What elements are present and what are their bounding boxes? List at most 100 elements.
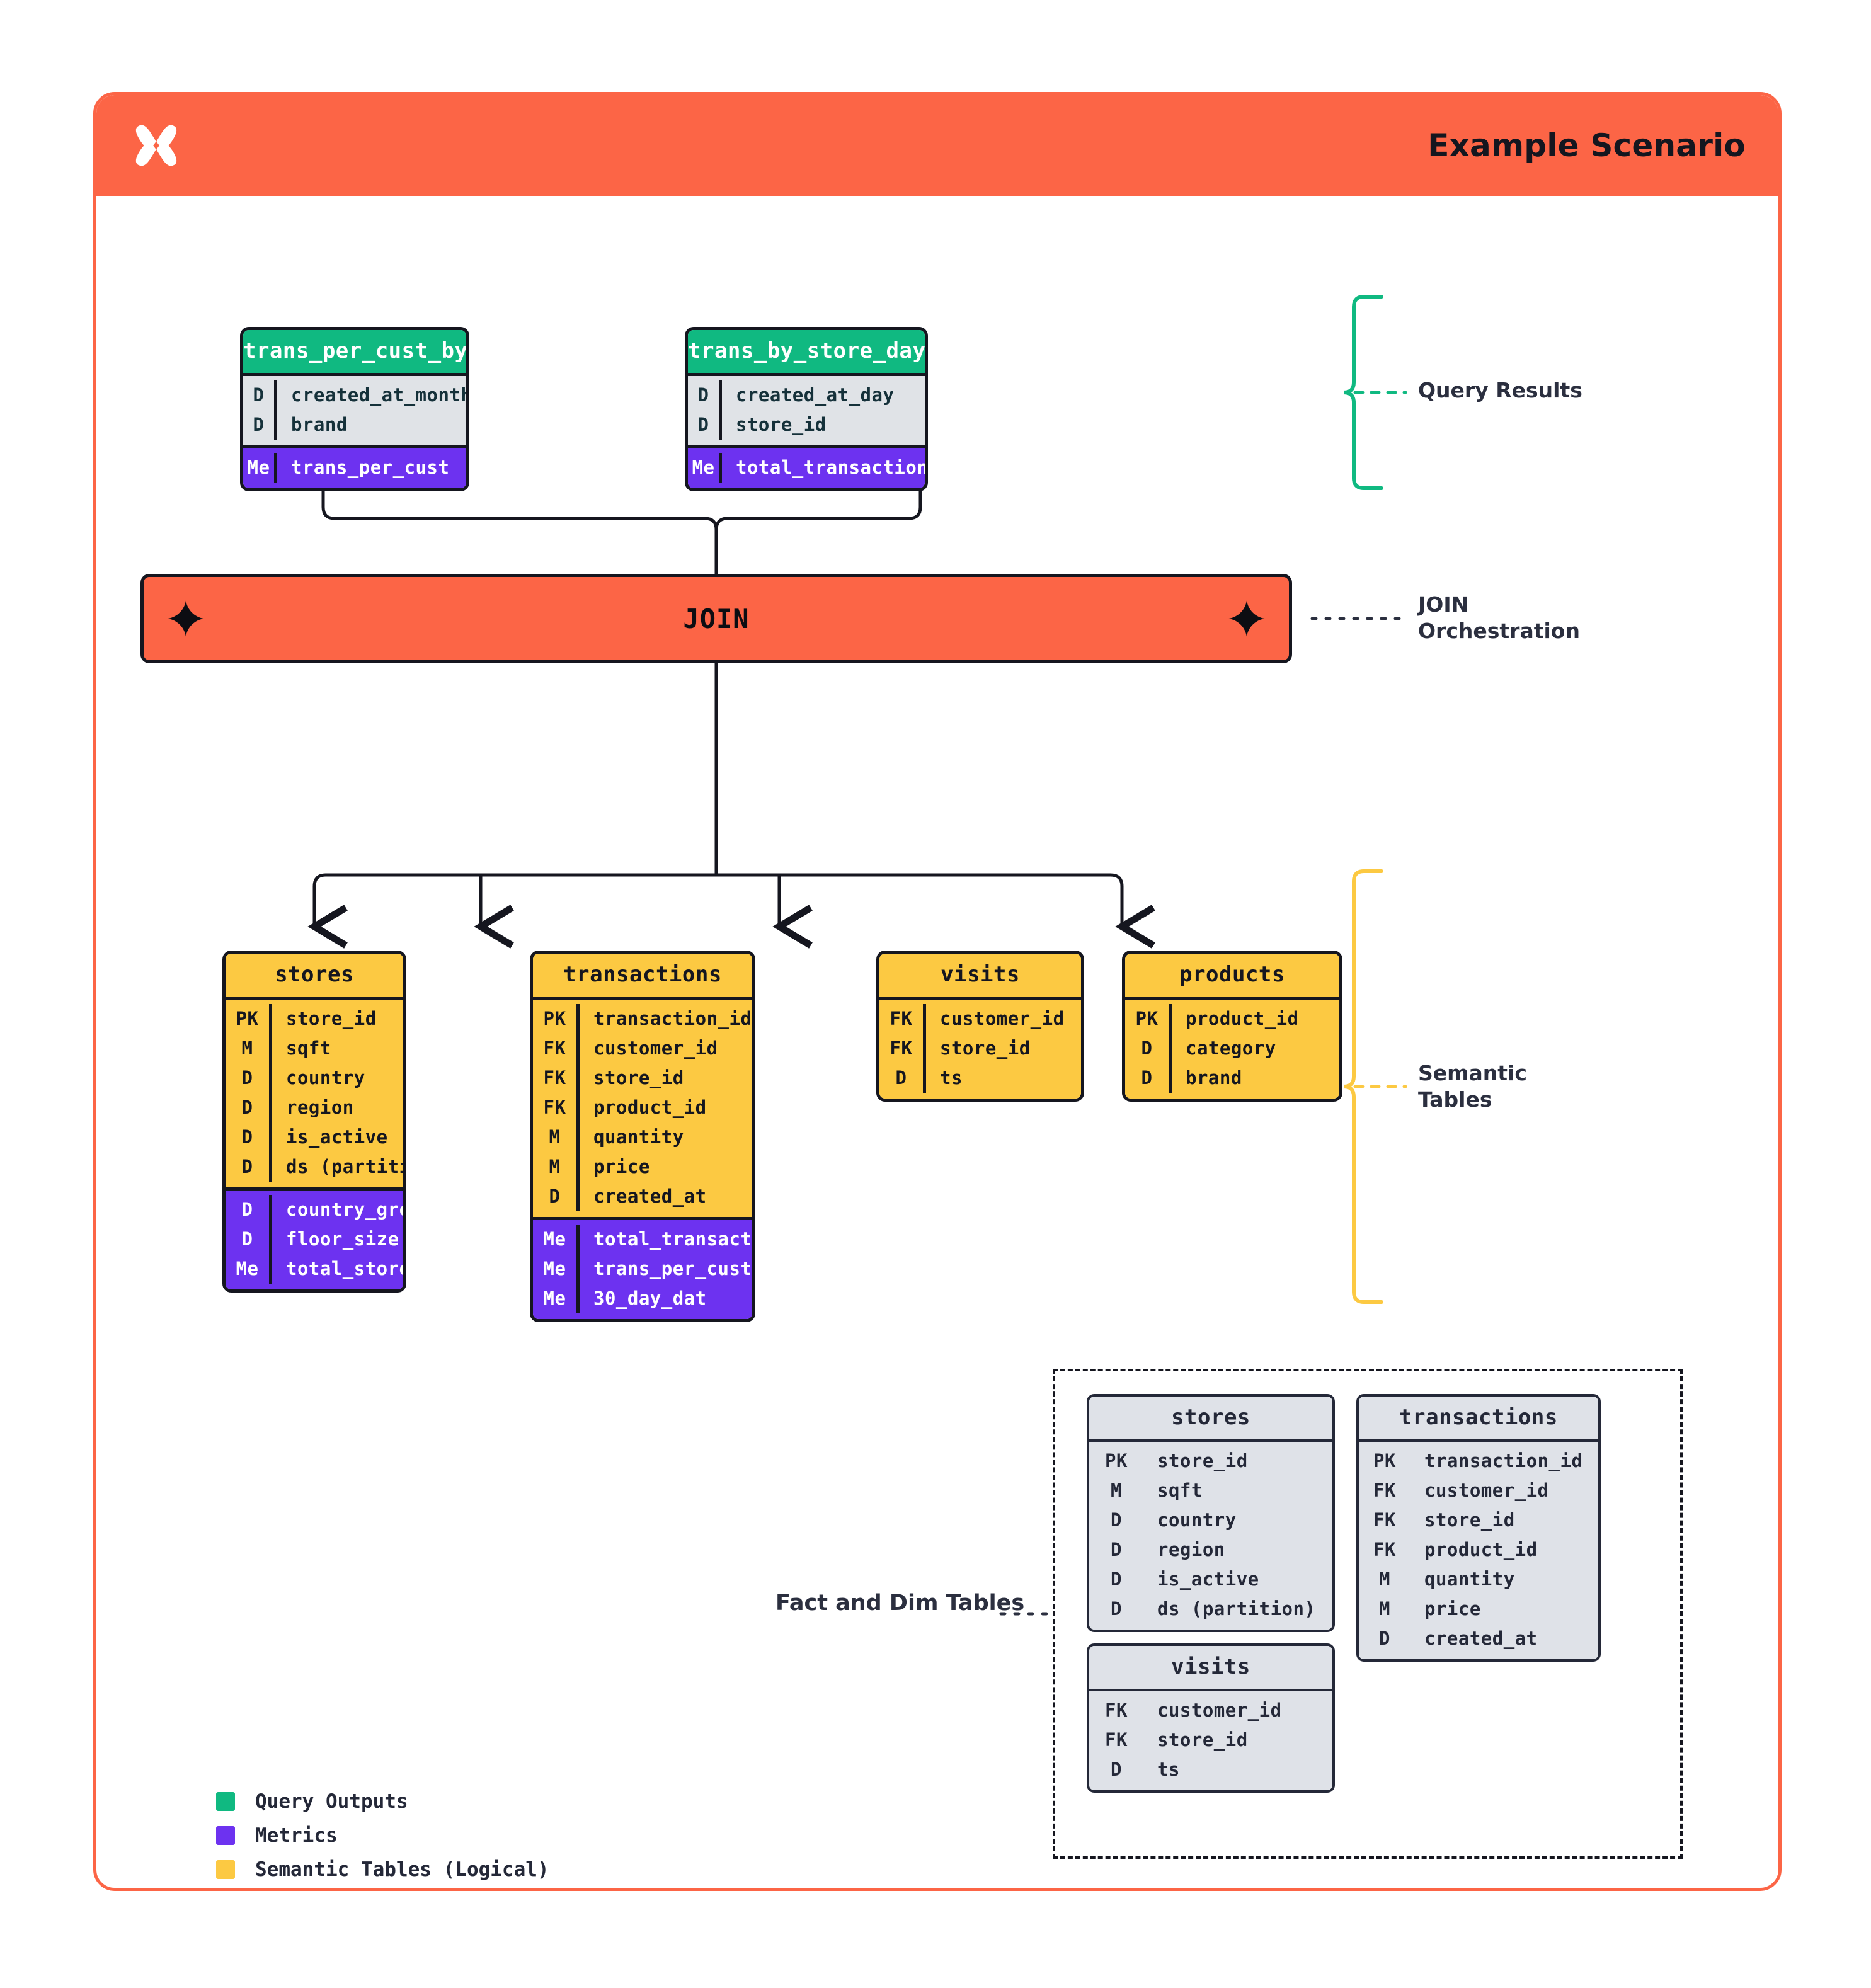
field-name: store_id	[286, 1008, 377, 1029]
field-name: brand	[1186, 1067, 1242, 1088]
field-name: country_group	[286, 1199, 403, 1220]
fact-and-dim-group	[1053, 1369, 1683, 1859]
legend-item: Query Outputs	[216, 1785, 549, 1819]
field-name: trans_per_cust	[593, 1258, 752, 1279]
field-key: M	[1379, 1568, 1390, 1590]
field-key: FK	[1373, 1509, 1396, 1531]
field-row: D brand	[243, 410, 466, 440]
field-name: transaction_id	[593, 1008, 752, 1029]
entity-title: visits	[1089, 1646, 1332, 1689]
field-key: FK	[879, 1004, 926, 1034]
sparkle-icon	[168, 600, 204, 637]
field-row: Me total_transactions	[688, 453, 925, 483]
field-key: Me	[533, 1284, 580, 1313]
field-row: Me trans_per_cust	[243, 453, 466, 483]
legend-label: Query Outputs	[255, 1790, 408, 1813]
field-name: sqft	[1157, 1480, 1203, 1501]
field-key: D	[1125, 1063, 1172, 1093]
field-name: customer_id	[940, 1008, 1065, 1029]
field-key: PK	[1373, 1450, 1396, 1471]
field-row: PK transaction_id	[533, 1004, 752, 1034]
field-name: customer_id	[593, 1037, 718, 1059]
field-key: FK	[879, 1034, 926, 1063]
field-key: FK	[533, 1063, 580, 1093]
field-name: customer_id	[1424, 1480, 1549, 1501]
field-key: PK	[533, 1004, 580, 1034]
field-key: D	[688, 380, 722, 410]
field-name: customer_id	[1157, 1700, 1282, 1721]
field-key: D	[1111, 1598, 1122, 1620]
legend-item: Metrics	[216, 1819, 549, 1853]
field-key: M	[533, 1123, 580, 1152]
entity-title: products	[1125, 954, 1339, 997]
field-key: D	[1379, 1628, 1390, 1649]
field-key: Me	[688, 453, 722, 483]
field-name: country	[286, 1067, 365, 1088]
legend: Query Outputs Metrics Semantic Tables (L…	[216, 1785, 549, 1888]
field-row: Dds (partition)	[226, 1152, 403, 1182]
field-key: FK	[1105, 1700, 1128, 1721]
field-key: D	[226, 1063, 272, 1093]
field-key: PK	[1125, 1004, 1172, 1034]
query-result-table[interactable]: trans_per_cust_by_brand_month D created_…	[240, 327, 469, 491]
field-name: quantity	[593, 1126, 684, 1148]
legend-swatch-query-outputs	[216, 1792, 235, 1811]
field-key: M	[1111, 1480, 1122, 1501]
field-name: region	[1157, 1539, 1225, 1560]
field-name: store_id	[1157, 1450, 1248, 1471]
field-key: FK	[1373, 1480, 1396, 1501]
entity-title: trans_by_store_day	[688, 330, 925, 373]
field-name: country	[1157, 1509, 1237, 1531]
join-orchestration-bar[interactable]: JOIN	[140, 574, 1292, 663]
field-name: product_id	[1424, 1539, 1538, 1560]
query-result-table[interactable]: trans_by_store_day D created_at_day D st…	[685, 327, 928, 491]
entity-title: visits	[879, 954, 1081, 997]
field-name: sqft	[286, 1037, 331, 1059]
entity-title: transactions	[533, 954, 752, 997]
field-name: 30_day_dat	[593, 1288, 707, 1309]
field-key: D	[226, 1093, 272, 1123]
field-name: ts	[1157, 1759, 1180, 1780]
join-label: JOIN	[683, 603, 750, 634]
field-key: D	[1111, 1539, 1122, 1560]
field-key: FK	[1105, 1729, 1128, 1751]
field-name: region	[286, 1097, 354, 1118]
field-name: trans_per_cust	[291, 457, 450, 478]
entity-title: trans_per_cust_by_brand_month	[243, 330, 466, 373]
field-row: D created_at_month	[243, 380, 466, 410]
field-name: total_transactions	[736, 457, 928, 478]
entity-title: stores	[226, 954, 403, 997]
